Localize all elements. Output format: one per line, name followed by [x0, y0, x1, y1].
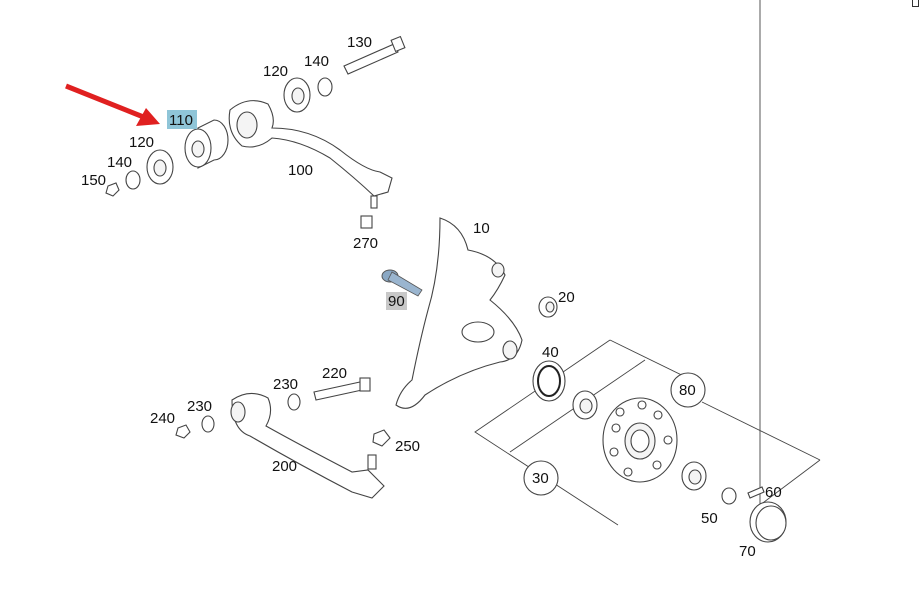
bushing-120-lower [146, 149, 174, 185]
washer-230-right [287, 393, 301, 411]
cap-70 [749, 501, 787, 543]
label-140-lower: 140 [107, 154, 132, 171]
label-250: 250 [395, 438, 420, 455]
label-230-left: 230 [187, 398, 212, 415]
nut-250 [372, 429, 391, 447]
label-80: 80 [679, 382, 696, 399]
steering-knuckle-10 [395, 217, 523, 409]
nut-150 [105, 182, 120, 197]
seal-40 [532, 360, 566, 402]
label-240: 240 [150, 410, 175, 427]
red-arrow-pointer [65, 83, 160, 126]
label-120-upper: 120 [263, 63, 288, 80]
washer-140-lower [125, 170, 141, 190]
screw-60 [747, 486, 765, 499]
bushing-20 [538, 296, 558, 318]
label-130: 130 [347, 34, 372, 51]
bushing-110 [184, 119, 229, 169]
washer-50 [721, 487, 737, 505]
label-90-highlight [386, 292, 407, 310]
label-220: 220 [322, 365, 347, 382]
callout-80 [670, 372, 706, 408]
nut-240 [175, 424, 191, 439]
label-230-right: 230 [273, 376, 298, 393]
bushing-120-upper [283, 77, 311, 113]
bolt-90 [381, 269, 423, 297]
label-110-highlight [167, 110, 197, 129]
label-100: 100 [288, 162, 313, 179]
wheel-hub [602, 397, 678, 483]
label-140-upper: 140 [304, 53, 329, 70]
label-50: 50 [701, 510, 718, 527]
bolt-130 [343, 35, 406, 75]
label-10: 10 [473, 220, 490, 237]
bolt-220 [313, 377, 371, 401]
strut-200 [230, 392, 385, 499]
label-70: 70 [739, 543, 756, 560]
label-270: 270 [353, 235, 378, 252]
control-arm-100 [228, 100, 393, 209]
label-20: 20 [558, 289, 575, 306]
label-60: 60 [765, 484, 782, 501]
label-120-lower: 120 [129, 134, 154, 151]
callout-30 [523, 460, 559, 496]
label-90: 90 [388, 293, 405, 310]
label-200: 200 [272, 458, 297, 475]
label-30: 30 [532, 470, 549, 487]
label-40: 40 [542, 344, 559, 361]
bearing-inner [572, 390, 598, 420]
label-110: 110 [169, 112, 193, 129]
washer-140-upper [317, 77, 333, 97]
washer-230-left [201, 415, 215, 433]
nut-270 [360, 215, 373, 229]
bearing-outer [681, 461, 707, 491]
label-150: 150 [81, 172, 106, 189]
